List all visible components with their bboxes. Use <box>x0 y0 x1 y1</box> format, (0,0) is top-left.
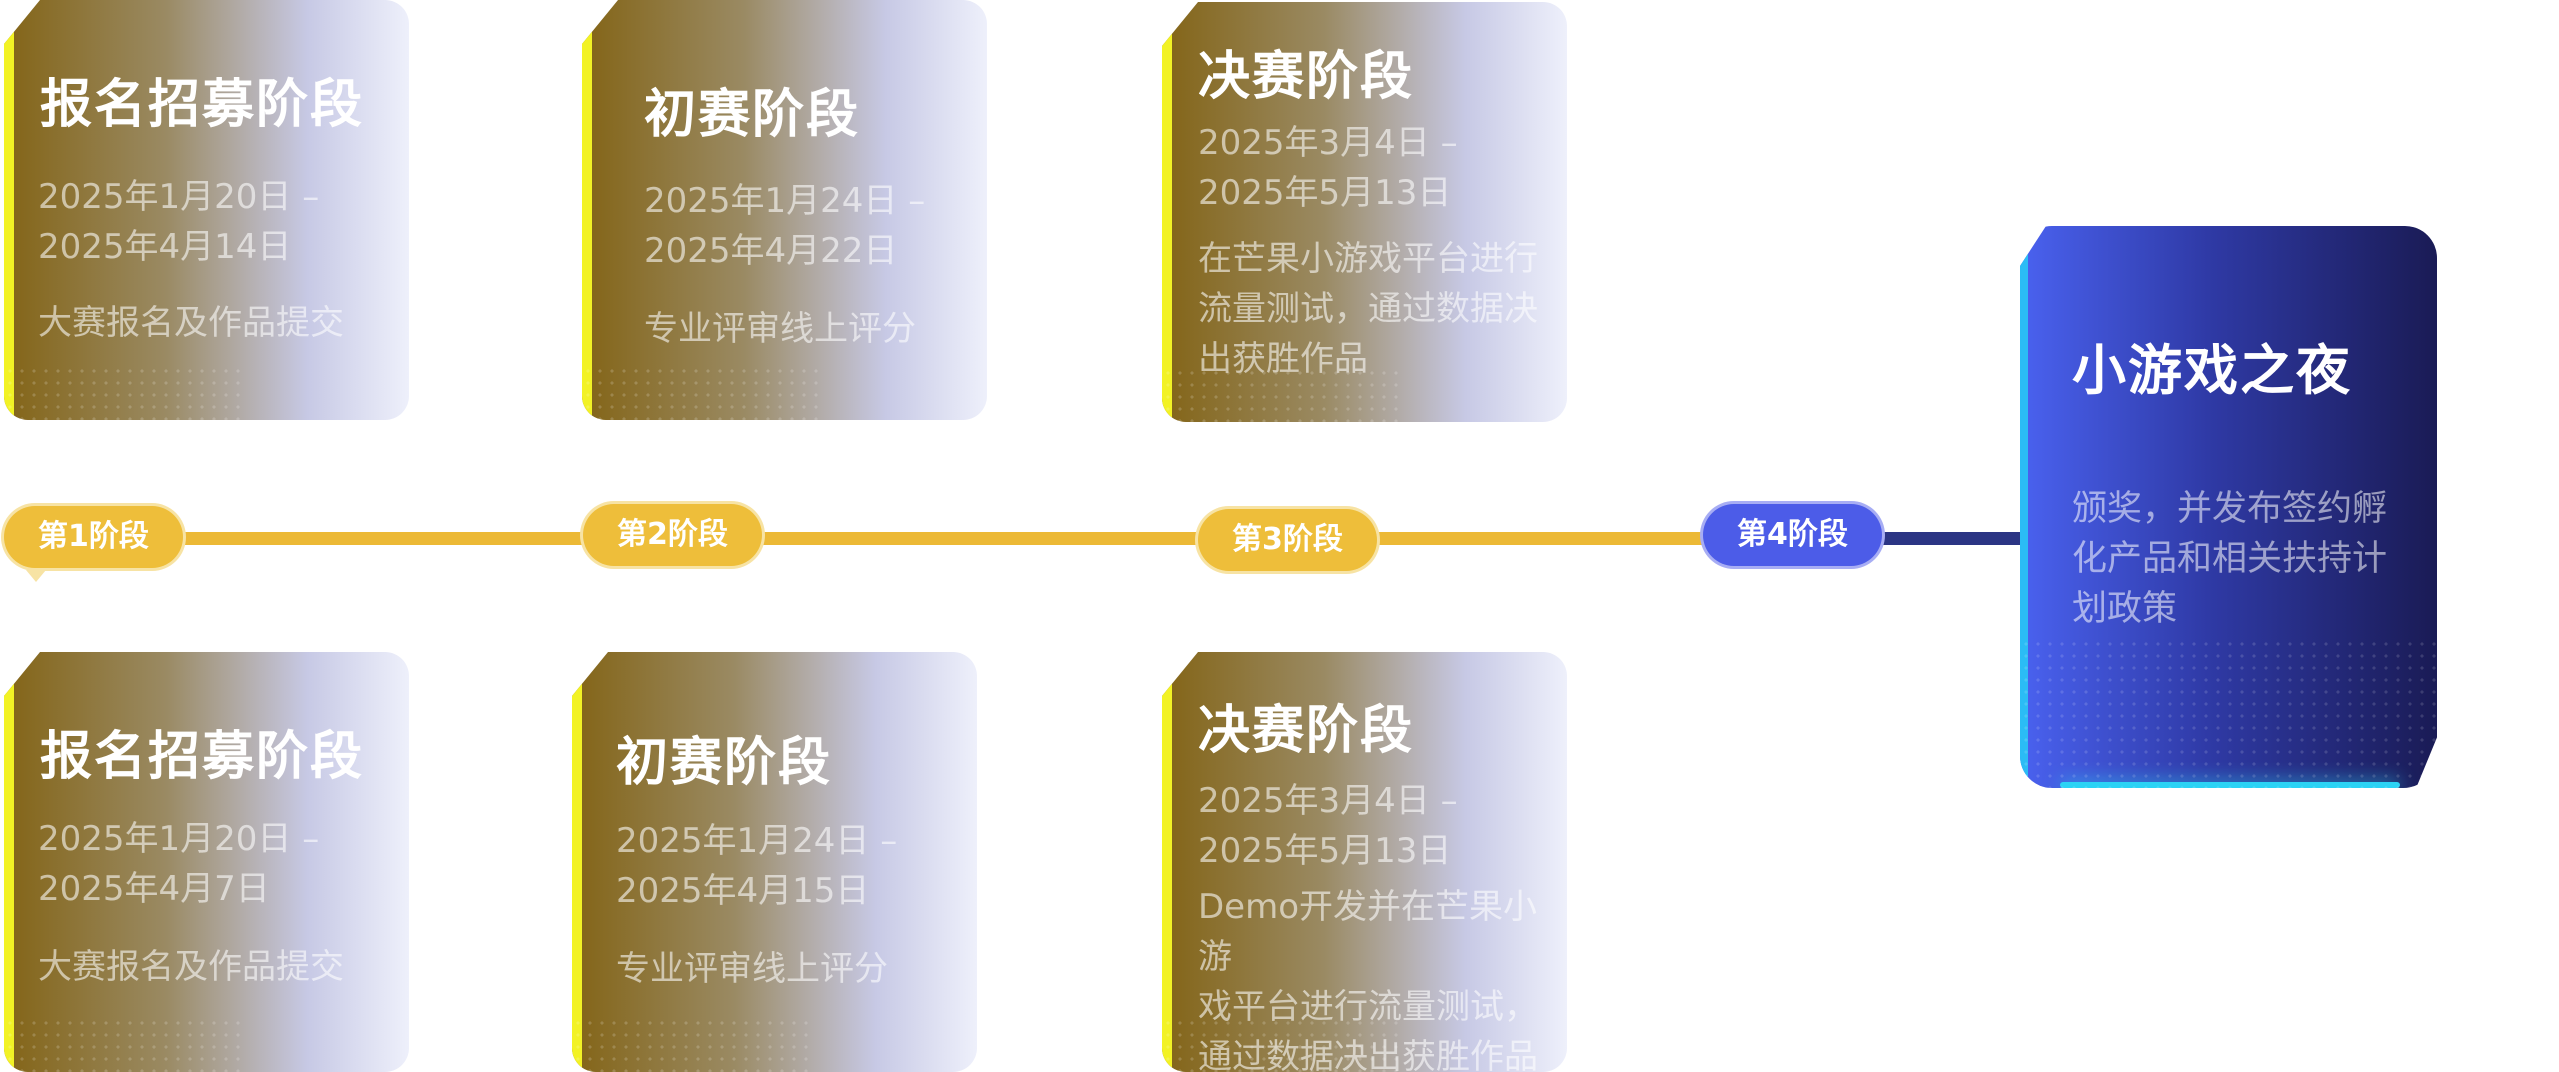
card-dates: 2025年1月24日 – 2025年4月22日 <box>644 181 926 271</box>
card-title: 决赛阶段 <box>1198 47 1415 107</box>
final-stage-card: 小游戏之夜 颁奖，并发布签约孵化产品和相关扶持计划政策 <box>2020 226 2437 788</box>
stage-card-bottom-3: 决赛阶段 2025年3月4日 – 2025年5月13日 Demo开发并在芒果小游… <box>1162 652 1567 1072</box>
card-description: 专业评审线上评分 <box>616 949 888 989</box>
stage-badge-4[interactable]: 第4阶段 <box>1703 504 1882 566</box>
card-description: Demo开发并在芒果小游 戏平台进行流量测试， 通过数据决出获胜作品 <box>1198 887 1538 1072</box>
card-title: 报名招募阶段 <box>40 727 365 787</box>
card-dates: 2025年1月24日 – 2025年4月15日 <box>616 821 898 911</box>
card-dates: 2025年1月20日 – 2025年4月7日 <box>38 819 320 909</box>
timeline-track <box>150 532 1710 545</box>
timeline-track-final <box>1860 532 2030 545</box>
stage-card-top-3: 决赛阶段 2025年3月4日 – 2025年5月13日 在芒果小游戏平台进行 流… <box>1162 2 1567 422</box>
card-dates: 2025年3月4日 – 2025年5月13日 <box>1198 781 1458 871</box>
card-dates: 2025年3月4日 – 2025年5月13日 <box>1198 123 1458 213</box>
stage-card-bottom-1: 报名招募阶段 2025年1月20日 – 2025年4月7日 大赛报名及作品提交 <box>4 652 409 1072</box>
card-title: 初赛阶段 <box>644 85 861 145</box>
card-title: 初赛阶段 <box>616 733 833 793</box>
stage-badge-2[interactable]: 第2阶段 <box>583 504 762 566</box>
card-title: 决赛阶段 <box>1198 701 1415 761</box>
final-card-description: 颁奖，并发布签约孵化产品和相关扶持计划政策 <box>2072 489 2388 629</box>
final-card-glow <box>2060 782 2400 788</box>
stage-badge-3[interactable]: 第3阶段 <box>1198 509 1377 571</box>
stage-badge-1[interactable]: 第1阶段 <box>4 506 183 568</box>
stage-badge-1-pointer <box>26 570 46 582</box>
final-card-title: 小游戏之夜 <box>2072 339 2352 402</box>
card-description: 大赛报名及作品提交 <box>38 947 344 987</box>
card-description: 专业评审线上评分 <box>644 309 916 349</box>
card-description: 大赛报名及作品提交 <box>38 303 344 343</box>
card-description: 在芒果小游戏平台进行 流量测试，通过数据决 出获胜作品 <box>1198 239 1538 379</box>
card-title: 报名招募阶段 <box>40 75 365 135</box>
stage-card-top-2: 初赛阶段 2025年1月24日 – 2025年4月22日 专业评审线上评分 <box>582 0 987 420</box>
card-dates: 2025年1月20日 – 2025年4月14日 <box>38 177 320 267</box>
stage-card-top-1: 报名招募阶段 2025年1月20日 – 2025年4月14日 大赛报名及作品提交 <box>4 0 409 420</box>
stage-card-bottom-2: 初赛阶段 2025年1月24日 – 2025年4月15日 专业评审线上评分 <box>572 652 977 1072</box>
